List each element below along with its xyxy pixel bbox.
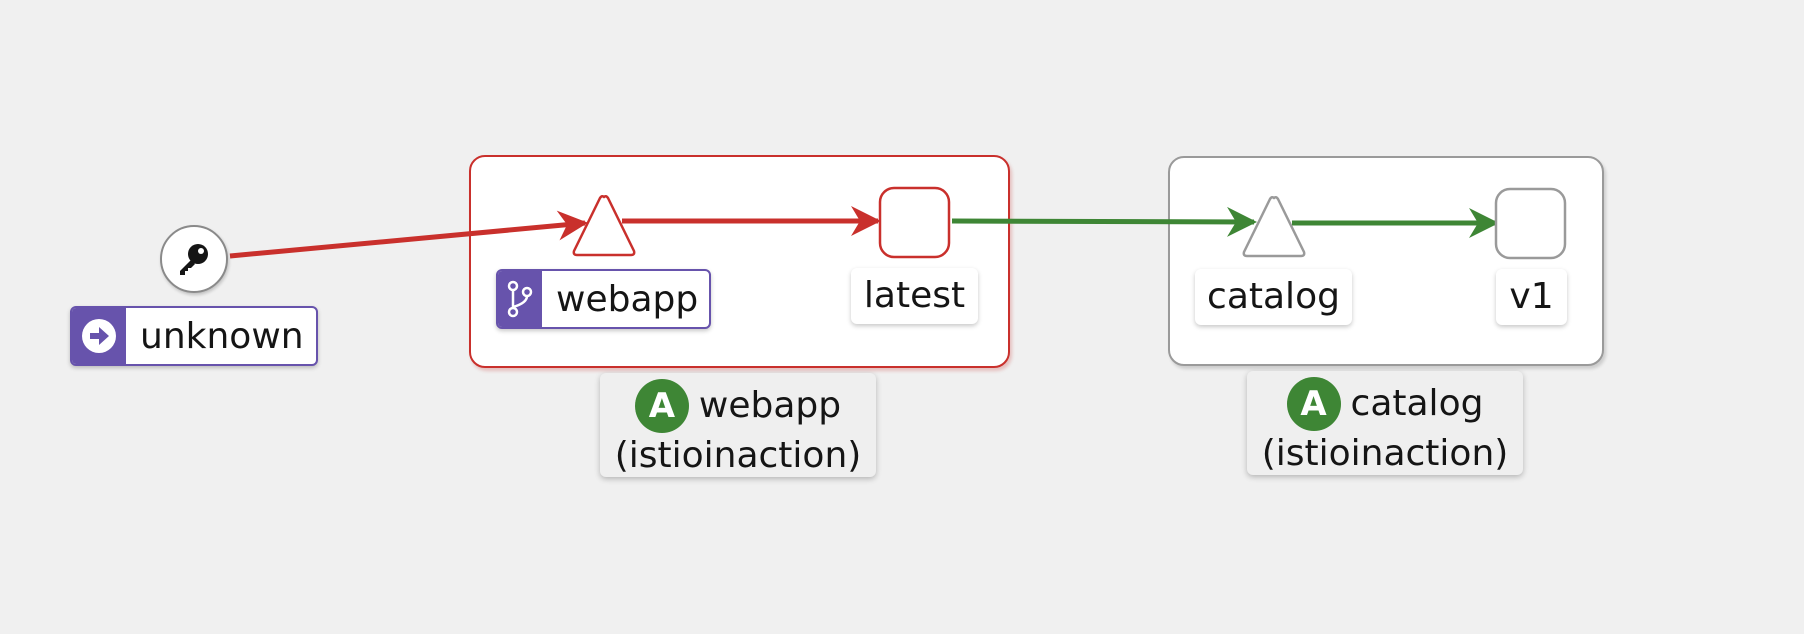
key-icon [180, 244, 208, 275]
catalog-group-namespace: (istioinaction) [1261, 433, 1509, 474]
webapp-latest-label[interactable]: latest [851, 268, 978, 324]
webapp-service-label[interactable]: webapp [496, 269, 711, 329]
webapp-group-name: webapp [698, 385, 842, 426]
webapp-group-namespace: (istioinaction) [614, 435, 862, 476]
arrow-right-circle-icon [72, 308, 126, 364]
catalog-service-label[interactable]: catalog [1195, 269, 1352, 325]
catalog-v1-label[interactable]: v1 [1496, 269, 1567, 325]
webapp-service-node[interactable] [570, 193, 638, 259]
app-badge-icon: A [634, 379, 689, 433]
catalog-group-label[interactable]: A catalog (istioinaction) [1247, 371, 1523, 475]
catalog-group-name: catalog [1350, 383, 1484, 424]
webapp-group-label[interactable]: A webapp (istioinaction) [600, 373, 876, 477]
app-badge-icon: A [1286, 377, 1341, 431]
unknown-node[interactable] [160, 225, 228, 293]
catalog-v1-node[interactable] [1494, 187, 1568, 261]
unknown-label-text: unknown [140, 315, 304, 357]
catalog-service-node[interactable] [1240, 194, 1308, 260]
unknown-label[interactable]: unknown [70, 306, 318, 366]
code-branch-icon [498, 271, 542, 327]
edge-unknown-to-webapp[interactable] [229, 210, 588, 259]
webapp-latest-node[interactable] [878, 186, 952, 260]
webapp-service-label-text: webapp [556, 278, 699, 320]
edge-latest-to-catalog[interactable] [951, 206, 1257, 237]
